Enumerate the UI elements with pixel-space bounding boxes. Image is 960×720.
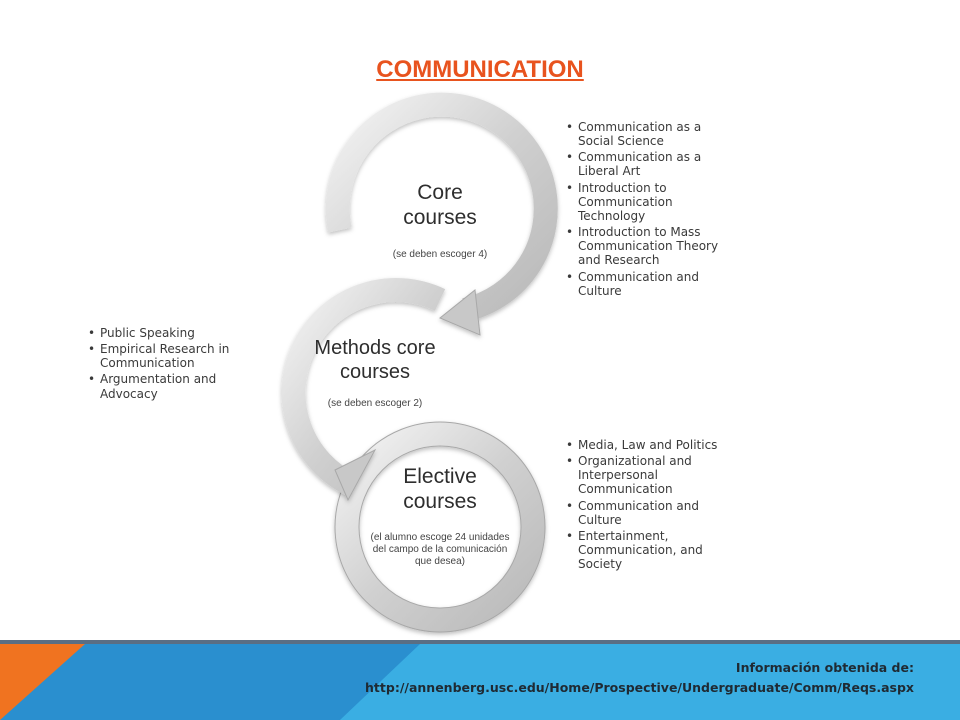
list-item: Communication and Culture: [566, 499, 726, 527]
methods-arrow: [334, 448, 377, 502]
footer-source: Información obtenida de: http://annenber…: [365, 658, 914, 698]
list-item: Communication and Culture: [566, 270, 726, 298]
elective-courses-list: Media, Law and Politics Organizational a…: [566, 438, 726, 573]
core-arrow: [439, 289, 481, 336]
footer-band: [0, 640, 960, 720]
slide-title: COMMUNICATION: [376, 56, 584, 83]
list-item: Media, Law and Politics: [566, 438, 726, 452]
methods-ring: [281, 278, 446, 502]
elective-circle-title: Elective courses: [403, 465, 477, 514]
list-item: Communication as a Social Science: [566, 120, 726, 148]
list-item: Empirical Research in Communication: [88, 342, 233, 370]
methods-courses-list: Public Speaking Empirical Research in Co…: [88, 326, 233, 403]
list-item: Introduction to Mass Communication Theor…: [566, 225, 726, 267]
core-circle-title: Core courses: [403, 181, 477, 230]
list-item: Communication as a Liberal Art: [566, 150, 726, 178]
list-item: Introduction to Communication Technology: [566, 181, 726, 223]
list-item: Public Speaking: [88, 326, 233, 340]
core-circle-subtitle: (se deben escoger 4): [392, 249, 488, 260]
methods-circle-subtitle: (se deben escoger 2): [327, 398, 423, 409]
cycle-diagram: [281, 92, 558, 633]
list-item: Organizational and Interpersonal Communi…: [566, 454, 726, 496]
core-courses-list: Communication as a Social Science Commun…: [566, 120, 726, 300]
core-ring: [325, 92, 558, 336]
elective-circle-subtitle: (el alumno escoge 24 unidades del campo …: [370, 532, 510, 567]
elective-ring: [334, 421, 546, 633]
footer-url-link[interactable]: http://annenberg.usc.edu/Home/Prospectiv…: [365, 680, 914, 695]
footer-label: Información obtenida de:: [735, 660, 914, 675]
list-item: Argumentation and Advocacy: [88, 372, 233, 400]
methods-circle-title: Methods core courses: [314, 337, 436, 383]
list-item: Entertainment, Communication, and Societ…: [566, 529, 726, 571]
